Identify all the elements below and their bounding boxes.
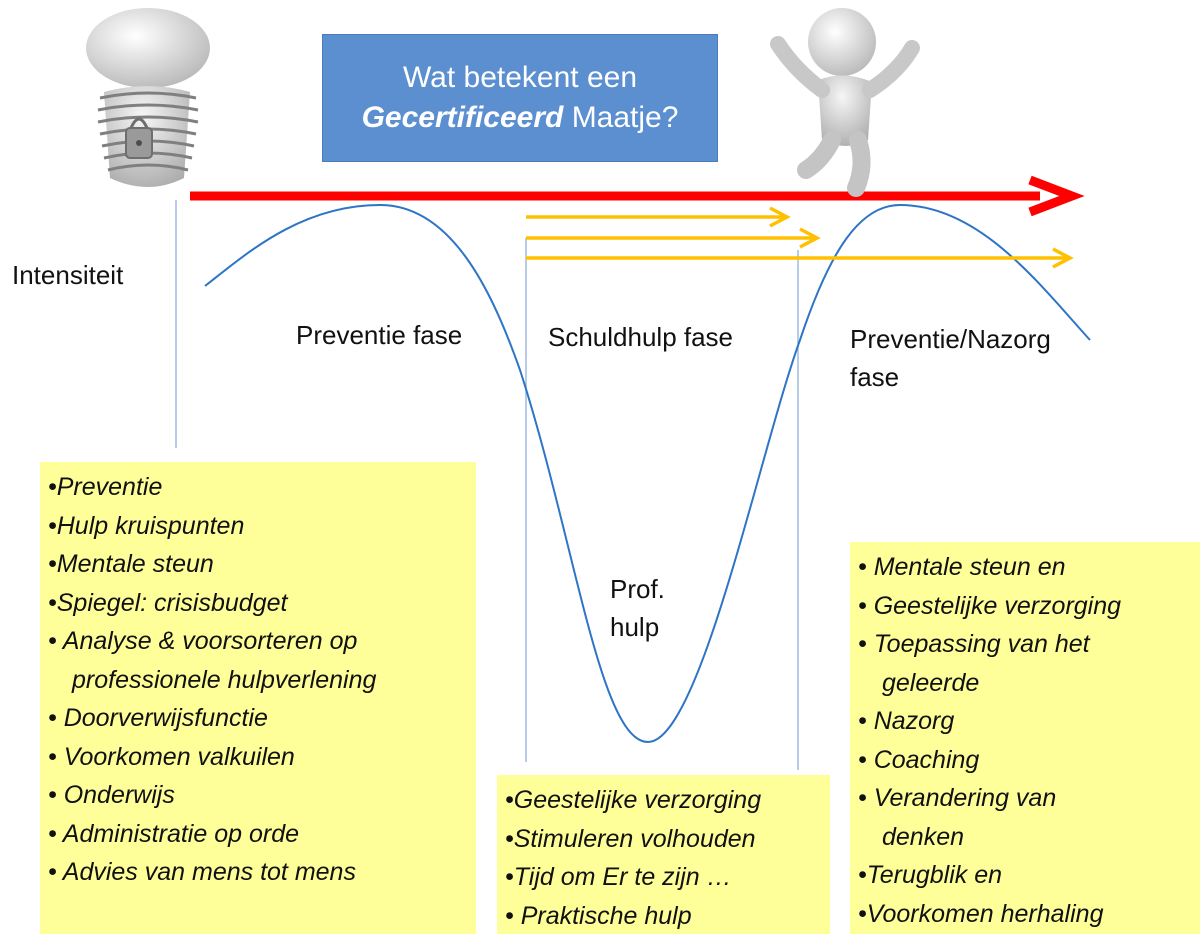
list-item: • Nazorg bbox=[858, 702, 1192, 741]
list-item: • Toepassing van het bbox=[858, 625, 1192, 664]
list-item: •Terugblik en bbox=[858, 856, 1192, 895]
list-item: • Mentale steun en bbox=[858, 548, 1192, 587]
title-box: Wat betekent een Gecertificeerd Maatje? bbox=[322, 34, 718, 162]
list-item: • Praktische hulp bbox=[505, 897, 822, 935]
phase-label-debt-help: Schuldhulp fase bbox=[548, 318, 733, 356]
locked-person-icon bbox=[86, 8, 210, 187]
list-item: •Tijd om Er te zijn … bbox=[505, 858, 822, 897]
aftercare-notes: • Mentale steun en • Geestelijke verzorg… bbox=[850, 542, 1200, 934]
list-item: •Preventie bbox=[48, 468, 468, 507]
sub-arrow-2 bbox=[526, 229, 817, 247]
list-item: • Verandering van bbox=[858, 779, 1192, 818]
phase-label-aftercare: Preventie/Nazorg fase bbox=[850, 320, 1051, 396]
list-item: • Geestelijke verzorging bbox=[858, 587, 1192, 626]
prof-help-line-2: hulp bbox=[610, 608, 665, 646]
sub-arrow-1 bbox=[526, 208, 787, 226]
debt-help-notes: •Geestelijke verzorging •Stimuleren volh… bbox=[497, 775, 830, 934]
list-item: •Geestelijke verzorging bbox=[505, 781, 822, 820]
list-item: denken bbox=[858, 818, 1192, 857]
prof-help-label: Prof. hulp bbox=[610, 570, 665, 646]
list-item: • Analyse & voorsorteren op bbox=[48, 622, 468, 661]
list-item: • Coaching bbox=[858, 741, 1192, 780]
phase-label-prevention: Preventie fase bbox=[296, 316, 462, 354]
list-item: •Hulp kruispunten bbox=[48, 507, 468, 546]
list-item: geleerde bbox=[858, 664, 1192, 703]
list-item: professionele hulpverlening bbox=[48, 661, 468, 700]
title-line-2: Maatje? bbox=[572, 101, 679, 134]
phase-label-aftercare-line-1: Preventie/Nazorg bbox=[850, 320, 1051, 358]
prof-help-line-1: Prof. bbox=[610, 570, 665, 608]
jumping-person-icon bbox=[778, 8, 912, 188]
title-emphasis: Gecertificeerd bbox=[362, 101, 564, 134]
list-item: • Onderwijs bbox=[48, 776, 468, 815]
list-item: •Spiegel: crisisbudget bbox=[48, 584, 468, 623]
phase-label-aftercare-line-2: fase bbox=[850, 358, 1051, 396]
list-item: •Stimuleren volhouden bbox=[505, 820, 822, 859]
list-item: • Voorkomen valkuilen bbox=[48, 738, 468, 777]
list-item: • Administratie op orde bbox=[48, 815, 468, 854]
prevention-notes: •Preventie •Hulp kruispunten •Mentale st… bbox=[40, 462, 476, 934]
intensity-label: Intensiteit bbox=[12, 256, 123, 294]
title-line-1: Wat betekent een bbox=[362, 58, 679, 99]
list-item: • Advies van mens tot mens bbox=[48, 853, 468, 892]
list-item: •Mentale steun bbox=[48, 545, 468, 584]
list-item: •Voorkomen herhaling bbox=[858, 895, 1192, 934]
list-item: • Doorverwijsfunctie bbox=[48, 699, 468, 738]
